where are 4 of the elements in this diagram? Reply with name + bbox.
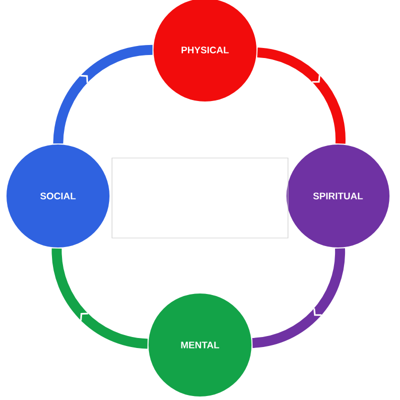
empty-box xyxy=(112,158,288,238)
circle-node: MENTAL xyxy=(148,292,252,398)
circle-node: SOCIAL xyxy=(6,144,110,248)
circle-node: SPIRITUAL xyxy=(286,144,390,248)
